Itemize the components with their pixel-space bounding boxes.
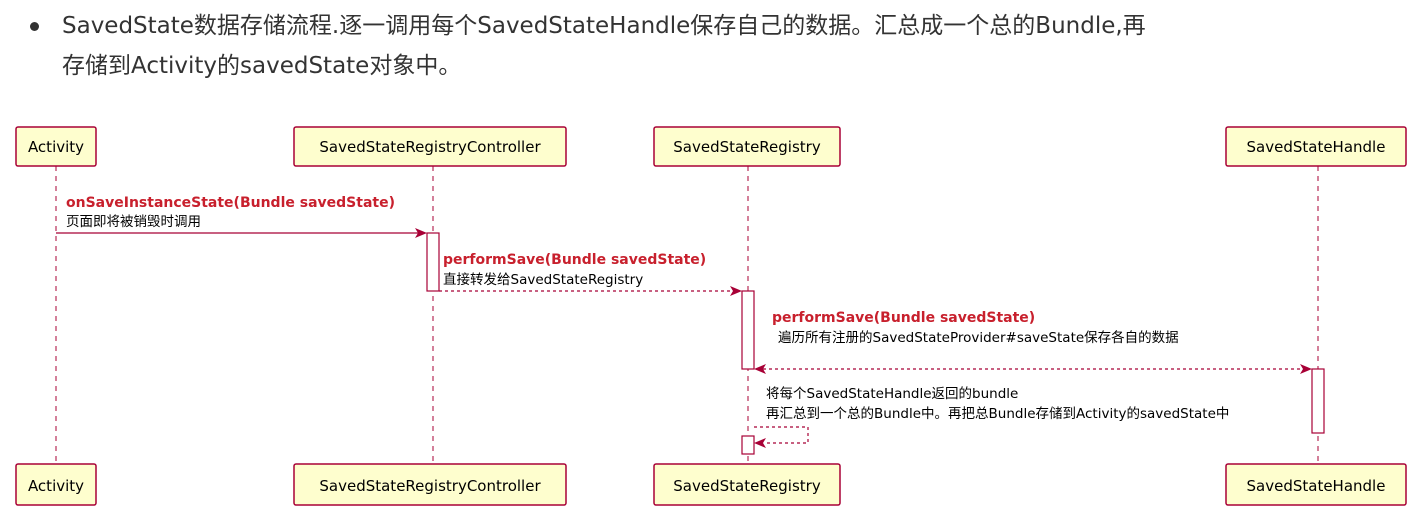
activation-registry [741, 290, 755, 370]
activation-registry-self [741, 435, 755, 455]
message-title: performSave(Bundle savedState) [443, 252, 706, 268]
arrow-head [754, 438, 766, 448]
participant-handle-top: SavedStateHandle [1225, 126, 1407, 167]
participant-controller-bottom: SavedStateRegistryController [293, 463, 567, 506]
message-title: performSave(Bundle savedState) [772, 310, 1035, 326]
description-line-2: 存储到Activity的savedState对象中。 [62, 53, 462, 79]
participant-registry-bottom: SavedStateRegistry [653, 463, 841, 506]
arrow-head [415, 228, 427, 238]
message-self-aggregate: 将每个SavedStateHandle返回的bundle 再汇总到一个总的Bun… [754, 386, 1229, 448]
message-perform-save-registry: performSave(Bundle savedState) 遍历所有注册的Sa… [754, 310, 1312, 374]
participant-activity-top: Activity [15, 126, 97, 167]
participant-registry-top: SavedStateRegistry [653, 126, 841, 167]
message-title: onSaveInstanceState(Bundle savedState) [66, 195, 395, 211]
message-arrow-line [754, 426, 809, 444]
message-note-line-2: 再汇总到一个总的Bundle中。再把总Bundle存储到Activity的sav… [766, 406, 1229, 422]
participant-label: SavedStateRegistry [673, 138, 821, 156]
arrow-head [730, 286, 742, 296]
arrow-head-right [1300, 364, 1312, 374]
participant-label: SavedStateHandle [1247, 138, 1386, 156]
participant-label: Activity [28, 477, 84, 495]
bullet-dot [30, 22, 39, 31]
participant-activity-bottom: Activity [15, 463, 97, 506]
activation-handle [1311, 368, 1325, 434]
message-perform-save-controller: performSave(Bundle savedState) 直接转发给Save… [439, 252, 742, 296]
participant-label: SavedStateRegistry [673, 477, 821, 495]
participant-handle-bottom: SavedStateHandle [1225, 463, 1407, 506]
description-line-1: SavedState数据存储流程.逐一调用每个SavedStateHandle保… [62, 13, 1146, 39]
message-note: 页面即将被销毁时调用 [66, 214, 201, 230]
message-note-line-1: 将每个SavedStateHandle返回的bundle [766, 386, 1018, 402]
message-on-save-instance-state: onSaveInstanceState(Bundle savedState) 页… [56, 195, 427, 238]
participant-controller-top: SavedStateRegistryController [293, 126, 567, 167]
activation-controller [426, 232, 440, 292]
description-text: SavedState数据存储流程.逐一调用每个SavedStateHandle保… [62, 6, 1412, 86]
message-note: 直接转发给SavedStateRegistry [443, 271, 643, 288]
arrow-head-left [754, 364, 766, 374]
participant-label: Activity [28, 138, 84, 156]
message-note: 遍历所有注册的SavedStateProvider#saveState保存各自的… [778, 330, 1179, 346]
participant-label: SavedStateRegistryController [319, 138, 541, 156]
participant-label: SavedStateHandle [1247, 477, 1386, 495]
participant-label: SavedStateRegistryController [319, 477, 541, 495]
